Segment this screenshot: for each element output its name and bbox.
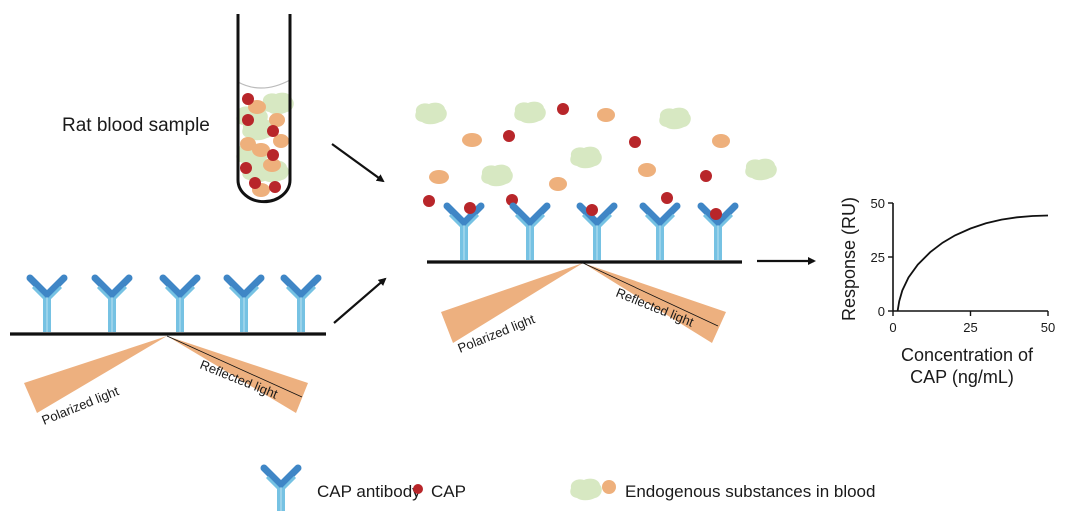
reflected-light-beam [167,336,308,413]
legend: CAP antibody CAP Endogenous substances i… [264,468,875,511]
antibody-icon [163,278,197,332]
y-tick-label: 25 [871,250,885,265]
legend-label: Endogenous substances in blood [625,482,875,501]
bound-sensor-panel: Polarized light Reflected light [415,101,777,356]
antibody-icon [513,206,547,260]
free-substances [415,101,777,207]
y-axis-label: Response (RU) [839,197,859,321]
x-tick-label: 0 [889,320,896,335]
y-tick-label: 50 [871,196,885,211]
antibody-icon [284,278,318,332]
legend-item-endogenous: Endogenous substances in blood [570,478,875,501]
arrow-bare-to-sensor [333,277,387,324]
arrow-sample-to-sensor [331,143,385,183]
x-axis-label-line1: Concentration of [901,345,1034,365]
bound-cap [464,202,722,220]
x-tick-label: 50 [1041,320,1055,335]
x-tick-label: 25 [963,320,977,335]
antibody-icon [264,468,298,511]
sample-tube: Rat blood sample [62,14,294,204]
legend-item-cap: CAP [413,482,466,501]
response-chart: 0 25 50 0 25 50 Response (RU) Concentration … [839,196,1055,387]
polarized-light-beam [441,263,583,343]
x-axis-label-line2: CAP (ng/mL) [910,367,1014,387]
sample-label: Rat blood sample [62,115,210,136]
legend-label: CAP antibody [317,482,421,501]
antibody-icon [30,278,64,332]
antibody-icon [580,206,614,260]
bare-sensor-antibodies [30,278,318,332]
legend-label: CAP [431,482,466,501]
polarized-light-beam [24,336,167,413]
tube-outline [236,14,292,204]
antibody-icon [643,206,677,260]
y-tick-label: 0 [878,304,885,319]
tube-contents [236,92,294,197]
antibody-icon [447,206,481,260]
endogenous-substance-icon [570,478,616,501]
cap-molecule-icon [413,484,423,494]
legend-item-antibody: CAP antibody [264,468,421,511]
binding-curve [896,214,1049,312]
antibody-icon [95,278,129,332]
reflected-light-beam [583,263,726,343]
antibody-icon [227,278,261,332]
bare-sensor-panel: Polarized light Reflected light [10,278,326,428]
